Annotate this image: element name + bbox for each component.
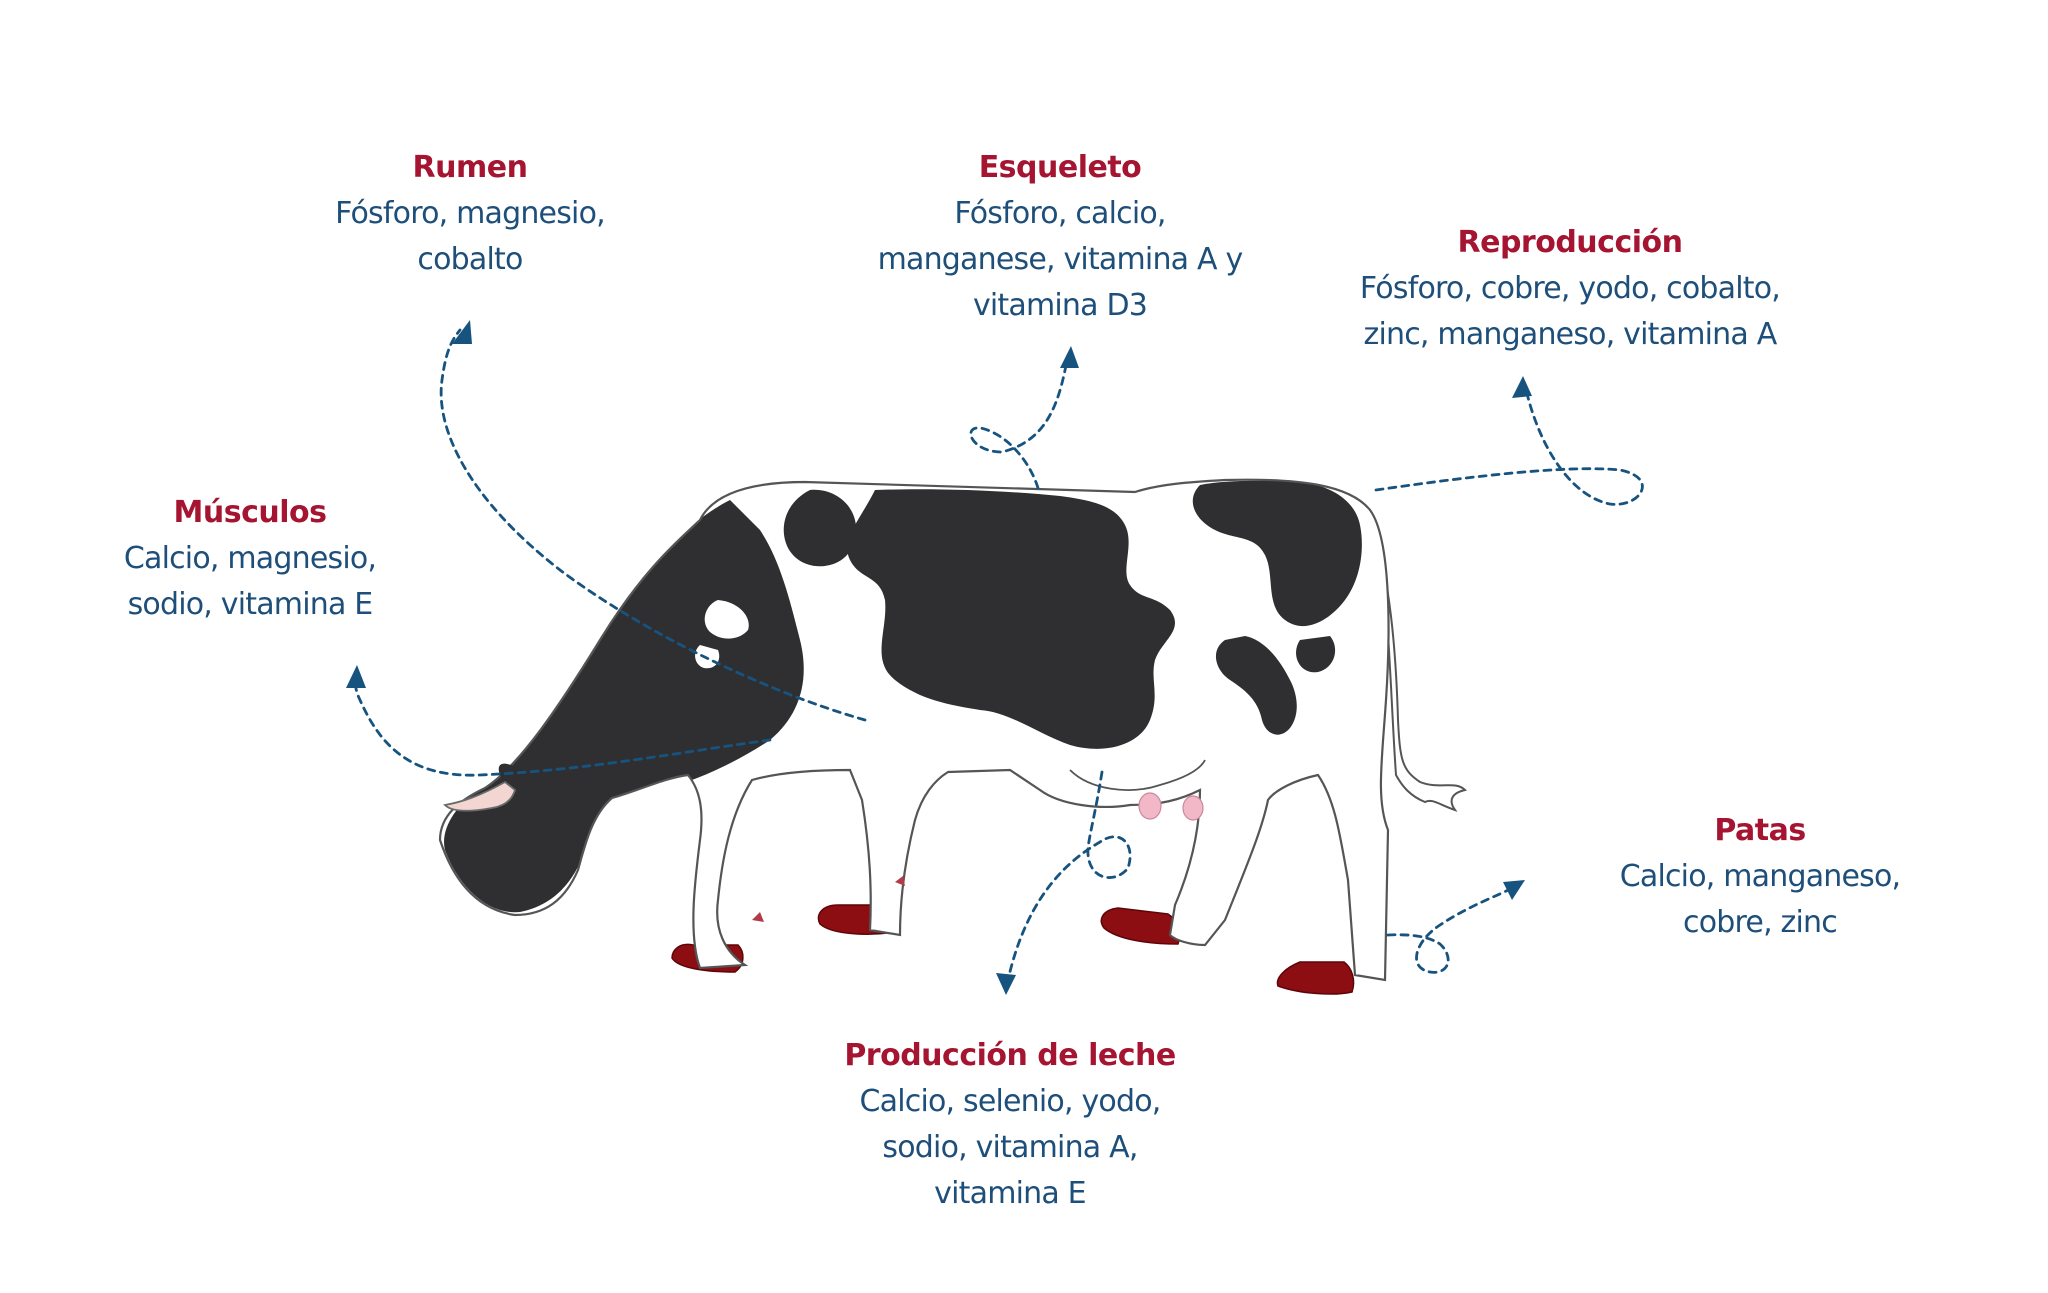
label-leche: Producción de leche Calcio, selenio, yod…: [830, 1033, 1190, 1217]
arrowhead-rumen-icon: [452, 320, 472, 344]
label-esqueleto: Esqueleto Fósforo, calcio, manganese, vi…: [860, 145, 1260, 329]
arrowhead-esqueleto-icon: [1060, 346, 1079, 368]
cow-illustration: [438, 478, 1467, 995]
label-rumen: Rumen Fósforo, magnesio, cobalto: [320, 145, 620, 283]
label-rumen-title: Rumen: [412, 150, 528, 185]
arrowhead-patas-icon: [1503, 880, 1525, 900]
label-esqueleto-title: Esqueleto: [978, 150, 1142, 185]
arrowhead-musculos-icon: [346, 665, 366, 688]
label-musculos-title: Músculos: [173, 495, 327, 530]
label-esqueleto-line-2: manganese, vitamina A y: [877, 242, 1244, 277]
label-musculos-line-1: Calcio, magnesio,: [123, 541, 377, 576]
label-rumen-line-1: Fósforo, magnesio,: [335, 196, 606, 231]
label-musculos: Músculos Calcio, magnesio, sodio, vitami…: [110, 490, 390, 628]
arrowhead-reproduccion-icon: [1512, 376, 1532, 398]
label-reproduccion-line-1: Fósforo, cobre, yodo, cobalto,: [1359, 271, 1781, 306]
arrowhead-leche-icon: [996, 973, 1016, 995]
dotted-arrow-paths: [353, 328, 1644, 982]
label-rumen-line-2: cobalto: [417, 242, 523, 277]
label-leche-line-2: sodio, vitamina A,: [882, 1130, 1138, 1165]
label-leche-line-3: vitamina E: [934, 1176, 1086, 1211]
label-patas-line-1: Calcio, manganeso,: [1619, 859, 1901, 894]
label-reproduccion-title: Reproducción: [1457, 225, 1683, 260]
label-reproduccion: Reproducción Fósforo, cobre, yodo, cobal…: [1340, 220, 1800, 358]
udder-teats: [1138, 792, 1204, 821]
label-leche-title: Producción de leche: [844, 1038, 1176, 1073]
label-musculos-line-2: sodio, vitamina E: [127, 587, 374, 622]
label-esqueleto-line-3: vitamina D3: [972, 288, 1148, 323]
label-esqueleto-line-1: Fósforo, calcio,: [954, 196, 1166, 231]
label-patas: Patas Calcio, manganeso, cobre, zinc: [1610, 808, 1910, 946]
label-reproduccion-line-2: zinc, manganeso, vitamina A: [1363, 317, 1778, 352]
label-leche-line-1: Calcio, selenio, yodo,: [859, 1084, 1161, 1119]
label-patas-title: Patas: [1714, 813, 1806, 848]
dotted-arrow-heads: [346, 320, 1532, 995]
label-patas-line-2: cobre, zinc: [1683, 905, 1838, 940]
horn: [443, 780, 517, 812]
